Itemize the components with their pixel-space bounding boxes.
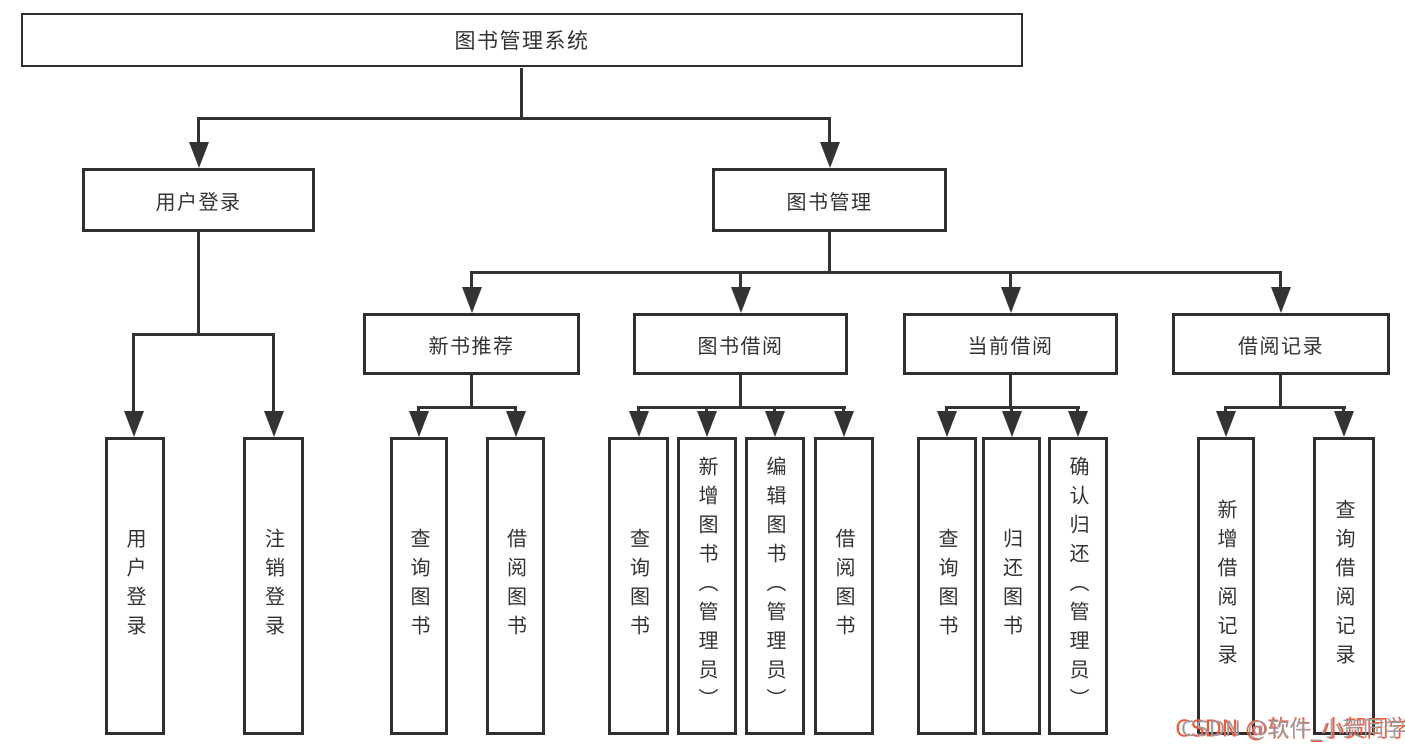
connector-line [520,68,523,120]
node-borrow-records: 借阅记录 [1172,313,1390,375]
connector-line [637,406,640,414]
node-label: 注销登录 [261,528,286,644]
connector-line [197,232,200,335]
node-label: 借阅图书 [832,528,856,644]
node-label: 查询图书 [626,528,651,644]
node-label: 查询借阅记录 [1332,499,1356,673]
connector-line [705,406,708,414]
node-label: 当前借阅 [967,333,1054,358]
arrowhead-icon [819,142,840,168]
arrowhead-icon [1001,411,1022,437]
node-user-login: 用户登录 [82,168,315,232]
node-label: 图书管理系统 [454,29,590,53]
arrowhead-icon [697,411,717,437]
arrowhead-icon [937,411,957,437]
node-label: 图书借阅 [697,333,784,358]
arrowhead-icon [461,287,482,313]
leaf-edit-books-admin: 编辑图书（管理员） [745,437,805,735]
node-label: 用户登录 [123,528,147,644]
leaf-confirm-return-admin: 确认归还（管理员） [1048,437,1108,735]
connector-line [470,271,473,289]
arrowhead-icon [730,287,751,313]
node-label: 用户登录 [155,189,242,214]
leaf-query-borrow-record: 查询借阅记录 [1313,437,1375,735]
node-label: 图书管理 [786,189,873,214]
connector-line [132,333,135,412]
connector-line [272,333,275,412]
node-label: 新增图书（管理员） [695,455,719,717]
connector-line [1224,406,1346,409]
node-label: 查询图书 [407,528,431,644]
connector-line [739,271,742,289]
connector-line [1076,406,1079,414]
leaf-borrow-books-2: 借阅图书 [814,437,874,735]
leaf-query-books-2: 查询图书 [608,437,669,735]
arrowhead-icon [188,142,209,168]
node-current-borrowing: 当前借阅 [903,313,1118,375]
leaf-add-books-admin: 新增图书（管理员） [677,437,737,735]
connector-line [417,406,420,414]
node-label: 新书推荐 [428,333,515,358]
connector-line [842,406,845,414]
csdn-watermark-red-layer: CSDN @软件_小贺同学 [1175,715,1405,743]
leaf-borrow-books-1: 借阅图书 [486,437,545,735]
csdn-watermark: CSDN @软件_小贺同学 CSDN @软件_小贺同学 [1175,716,1405,743]
leaf-query-books-1: 查询图书 [390,437,448,735]
connector-line [773,406,776,414]
connector-line [1279,375,1282,409]
connector-line [1342,406,1345,414]
node-label: 确认归还（管理员） [1066,455,1090,717]
arrowhead-icon [409,411,429,437]
connector-line [514,406,517,414]
arrowhead-icon [834,411,854,437]
connector-line [132,333,275,336]
leaf-query-books-3: 查询图书 [917,437,977,735]
connector-line [1279,271,1282,289]
arrowhead-icon [505,411,526,437]
arrowhead-icon [765,411,785,437]
connector-line [1224,406,1227,414]
connector-line [470,271,1282,274]
csdn-watermark-gray-layer: CSDN @软件_小贺同学 [1181,717,1405,741]
connector-line [945,406,948,414]
arrowhead-icon [263,411,284,437]
connector-line [1009,375,1012,409]
arrowhead-icon [628,411,649,437]
node-book-management: 图书管理 [712,168,947,232]
leaf-logout: 注销登录 [243,437,304,735]
node-label: 查询图书 [935,528,959,644]
leaf-return-books: 归还图书 [982,437,1041,735]
connector-line [417,406,517,409]
connector-line [197,117,831,120]
node-label: 编辑图书（管理员） [763,455,787,717]
connector-line [739,375,742,409]
arrowhead-icon [1334,411,1354,437]
node-label: 借阅图书 [503,528,528,644]
connector-line [197,117,200,144]
arrowhead-icon [1000,287,1021,313]
node-label: 新增借阅记录 [1214,499,1238,673]
node-book-borrowing: 图书借阅 [633,313,848,375]
connector-line [470,375,473,409]
arrowhead-icon [124,411,144,437]
connector-line [637,406,846,409]
connector-line [945,406,1080,409]
connector-line [828,117,831,144]
arrowhead-icon [1216,411,1236,437]
node-label: 归还图书 [999,528,1024,644]
connector-line [1010,406,1013,414]
arrowhead-icon [1271,287,1291,313]
connector-line [1009,271,1012,289]
node-label: 借阅记录 [1238,333,1324,358]
node-library-management-system: 图书管理系统 [21,13,1023,67]
leaf-add-borrow-record: 新增借阅记录 [1197,437,1255,735]
leaf-user-login: 用户登录 [105,437,165,735]
node-new-book-recommend: 新书推荐 [363,313,580,375]
arrowhead-icon [1068,411,1088,437]
connector-line [828,232,831,274]
